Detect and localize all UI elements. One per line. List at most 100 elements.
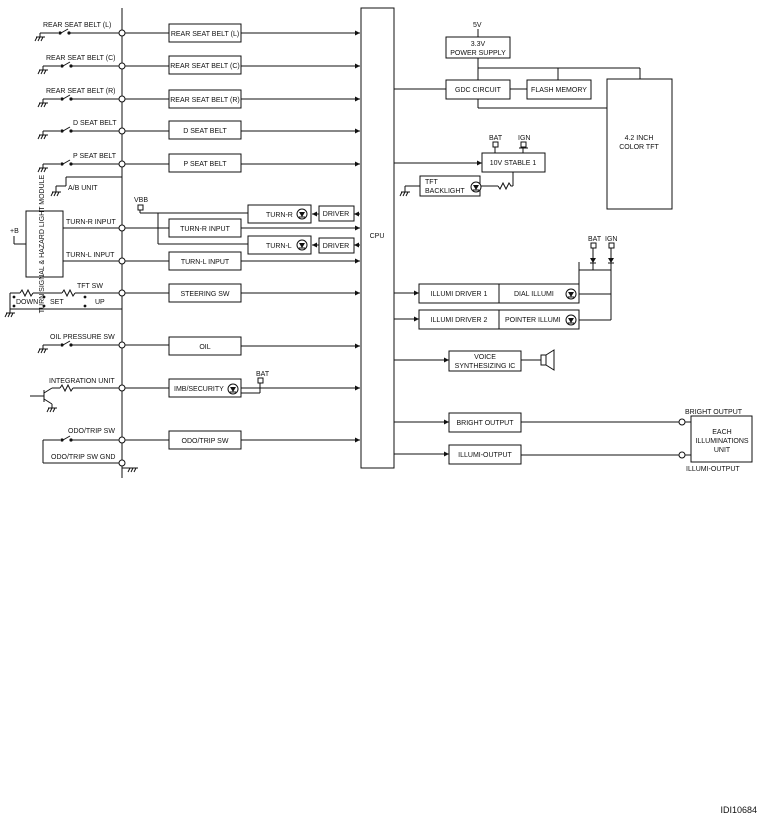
oil-box-label: OIL [199, 344, 210, 351]
flash-memory-label: FLASH MEMORY [531, 87, 587, 94]
set-label: SET [50, 299, 64, 306]
flash-memory-box [526, 79, 592, 100]
plus-b-label: +B [10, 228, 19, 235]
dial-illumi-label: DIAL ILLUMI [514, 291, 554, 298]
steering-sw-box-label: STEERING SW [180, 291, 229, 298]
turn-r-input-box-label: TURN-R INPUT [180, 226, 230, 233]
output-section: BRIGHT OUTPUT ILLUMI-OUTPUT BRIGHT OUTPU… [394, 409, 753, 473]
illuminations-unit-line1: EACH [712, 429, 731, 436]
color-tft-box [606, 78, 673, 210]
power-supply-line2: POWER SUPPLY [450, 50, 506, 57]
illuminations-unit-line3: UNIT [714, 447, 731, 454]
color-tft-line2: COLOR TFT [619, 144, 659, 151]
illumi-output-box-label: ILLUMI-OUTPUT [458, 452, 512, 459]
down-label: DOWN [16, 299, 38, 306]
voice-synth-box [448, 350, 522, 372]
turn-l-box-label: TURN-L [266, 243, 292, 250]
bright-output-label: BRIGHT OUTPUT [685, 409, 743, 416]
d-seat-belt-box [168, 120, 242, 140]
row-d-seat-belt: D SEAT BELT D SEAT BELT [37, 120, 360, 140]
illuminations-unit-line2: ILLUMINATIONS [695, 438, 748, 445]
imb-security-led-icon [227, 383, 239, 395]
pointer-illumi-label: POINTER ILLUMI [505, 317, 561, 324]
dial-illumi-box [498, 283, 580, 304]
tft-backlight-led-icon [470, 181, 482, 193]
illumi-driver-1-label: ILLUMI DRIVER 1 [431, 291, 488, 298]
rear-seat-belt-c-switch-label: REAR SEAT BELT (C) [46, 55, 116, 62]
voice-synth-line2: SYNTHESIZING IC [455, 363, 516, 370]
turn-indicator-section: VBB TURN-R INPUT TURN-L INPUT TURN-R DRI… [134, 197, 360, 271]
odo-trip-sw-box-label: ODO/TRIP SW [182, 438, 229, 445]
turn-l-input-box-label: TURN-L INPUT [181, 259, 230, 266]
up-label: UP [95, 299, 105, 306]
driver-r-label: DRIVER [323, 211, 349, 218]
illumi-driver-2-label: ILLUMI DRIVER 2 [431, 317, 488, 324]
p-seat-belt-switch-label: P SEAT BELT [73, 153, 117, 160]
power-supply-line1: 3.3V [471, 41, 486, 48]
reference-code: IDI10684 [720, 805, 757, 815]
voice-section: VOICE SYNTHESIZING IC [394, 349, 555, 372]
cpu-label: CPU [370, 233, 385, 240]
driver-l-label: DRIVER [323, 243, 349, 250]
gdc-circuit-label: GDC CIRCUIT [455, 87, 502, 94]
rear-seat-belt-l-switch-label: REAR SEAT BELT (L) [43, 22, 111, 29]
backlight-section: BAT IGN 10V STABLE 1 TFT BACKLIGHT [394, 135, 546, 197]
power-supply-section: 5V 3.3V POWER SUPPLY [445, 22, 641, 80]
color-tft-line1: 4.2 INCH [625, 135, 654, 142]
turn-r-input-label: TURN-R INPUT [66, 219, 116, 226]
tft-backlight-line1: TFT [425, 179, 439, 186]
illumi-section: BAT IGN ILLUMI DRIVER 1 DIAL ILLUMI ILLU… [394, 236, 617, 330]
row-ab-unit: A/B UNIT [50, 176, 122, 197]
turn-signal-module-label: TURN SIGNAL & HAZARD LIGHT MODULE [39, 174, 46, 313]
row-oil-pressure: OIL PRESSURE SW OIL [37, 334, 360, 356]
rear-seat-belt-r-switch-label: REAR SEAT BELT (R) [46, 88, 116, 95]
row-rear-seat-belt-c: REAR SEAT BELT (C) REAR SEAT BELT (C) [37, 55, 360, 75]
imb-bat-label: BAT [256, 371, 270, 378]
turn-l-box [247, 235, 312, 255]
p-seat-belt-box [168, 153, 242, 173]
turn-l-input-label: TURN-L INPUT [66, 252, 115, 259]
pointer-illumi-box [498, 309, 580, 330]
dial-illumi-led-icon [565, 288, 577, 300]
row-odo-trip: ODO/TRIP SW ODO/TRIP SW GND ODO/TRIP SW [42, 428, 360, 473]
row-rear-seat-belt-r: REAR SEAT BELT (R) REAR SEAT BELT (R) [37, 88, 360, 109]
tft-backlight-line2: BACKLIGHT [425, 188, 465, 195]
rear-seat-belt-c-box [168, 55, 242, 75]
five-v-label: 5V [473, 22, 482, 29]
turn-l-led-icon [296, 239, 308, 251]
turn-signal-module: TURN SIGNAL & HAZARD LIGHT MODULE +B TUR… [10, 174, 169, 313]
stable-ign-label: IGN [518, 135, 530, 142]
stable-bat-label: BAT [489, 135, 503, 142]
tft-sw-label: TFT SW [77, 283, 103, 290]
vbb-label: VBB [134, 197, 148, 204]
pointer-illumi-led-icon [565, 314, 577, 326]
row-steering-sw: TFT SW DOWN SET UP STEERING SW [4, 283, 360, 318]
turn-r-box-label: TURN-R [266, 212, 293, 219]
imb-security-box-label: IMB/SECURITY [174, 386, 224, 393]
odo-trip-sw-label: ODO/TRIP SW [68, 428, 115, 435]
d-seat-belt-box-label: D SEAT BELT [183, 128, 227, 135]
bright-output-box-label: BRIGHT OUTPUT [456, 420, 514, 427]
p-seat-belt-box-label: P SEAT BELT [183, 161, 227, 168]
rear-seat-belt-c-box-label: REAR SEAT BELT (C) [170, 63, 240, 70]
row-p-seat-belt: P SEAT BELT P SEAT BELT [37, 153, 360, 173]
d-seat-belt-switch-label: D SEAT BELT [73, 120, 117, 127]
voice-synth-line1: VOICE [474, 354, 496, 361]
ab-unit-label: A/B UNIT [68, 185, 98, 192]
illuminations-unit-box [690, 415, 753, 463]
row-integration-unit: INTEGRATION UNIT IMB/SECURITY BAT [30, 371, 360, 413]
illumi-ign-label: IGN [605, 236, 617, 243]
gdc-section: GDC CIRCUIT FLASH MEMORY 4.2 INCH COLOR … [394, 78, 673, 210]
turn-r-led-icon [296, 208, 308, 220]
rear-seat-belt-r-box-label: REAR SEAT BELT (R) [170, 97, 240, 104]
speaker-icon [540, 354, 547, 366]
cpu-block [360, 7, 395, 469]
row-rear-seat-belt-l: REAR SEAT BELT (L) REAR SEAT BELT (L) [34, 22, 360, 43]
turn-signal-module-box [25, 210, 64, 278]
rear-seat-belt-l-box-label: REAR SEAT BELT (L) [171, 31, 239, 38]
ten-v-stable-label: 10V STABLE 1 [490, 160, 537, 167]
illumi-output-label: ILLUMI-OUTPUT [686, 466, 740, 473]
odo-trip-sw-gnd-label: ODO/TRIP SW GND [51, 454, 115, 461]
integration-unit-label: INTEGRATION UNIT [49, 378, 115, 385]
